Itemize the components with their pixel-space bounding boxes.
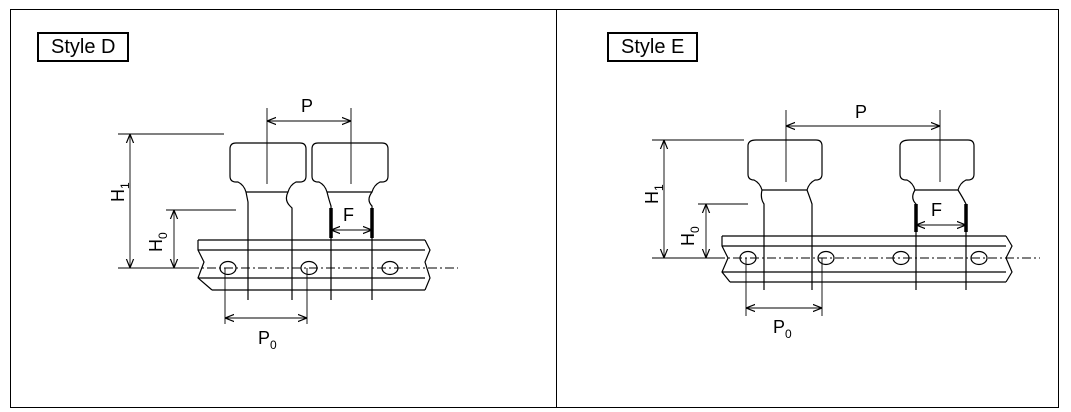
dimension-p	[266, 108, 352, 184]
sprocket-hole	[817, 250, 835, 266]
style-d-panel: Style D	[10, 9, 557, 408]
capacitor-body	[311, 142, 389, 193]
capacitor-leads	[760, 189, 968, 290]
capacitor-body	[229, 142, 307, 193]
style-e-title: Style E	[607, 32, 699, 62]
capacitor-body	[747, 139, 823, 191]
label-h0: H0	[146, 232, 170, 252]
tape-strip	[721, 235, 1013, 283]
label-h1: H1	[642, 184, 666, 204]
label-f: F	[343, 205, 354, 225]
capacitor-leads	[245, 191, 374, 300]
capacitor-body	[899, 139, 975, 191]
sprocket-hole	[381, 260, 399, 276]
style-e-drawing	[652, 110, 1040, 316]
tape-strip	[197, 239, 431, 291]
dimension-h0	[698, 203, 748, 257]
dimension-h0	[166, 209, 236, 267]
style-d-title: Style D	[37, 32, 130, 62]
dimension-p0	[224, 268, 308, 324]
sprocket-hole	[970, 250, 988, 266]
label-h1: H1	[108, 182, 132, 202]
style-e-panel: Style E	[556, 9, 1059, 408]
label-p0: P0	[258, 328, 277, 352]
dimension-h1	[118, 133, 224, 269]
dimension-p0	[745, 258, 823, 316]
label-p0: P0	[773, 317, 792, 341]
dimension-p	[785, 110, 941, 182]
label-p: P	[301, 96, 313, 116]
sprocket-hole	[219, 260, 237, 276]
label-p: P	[855, 102, 867, 122]
sprocket-hole	[892, 250, 910, 266]
sprocket-hole	[739, 250, 757, 266]
style-d-drawing	[118, 108, 458, 324]
label-h0: H0	[678, 226, 702, 246]
label-f: F	[931, 200, 942, 220]
dimension-h1	[652, 139, 744, 259]
sprocket-hole	[300, 260, 318, 276]
